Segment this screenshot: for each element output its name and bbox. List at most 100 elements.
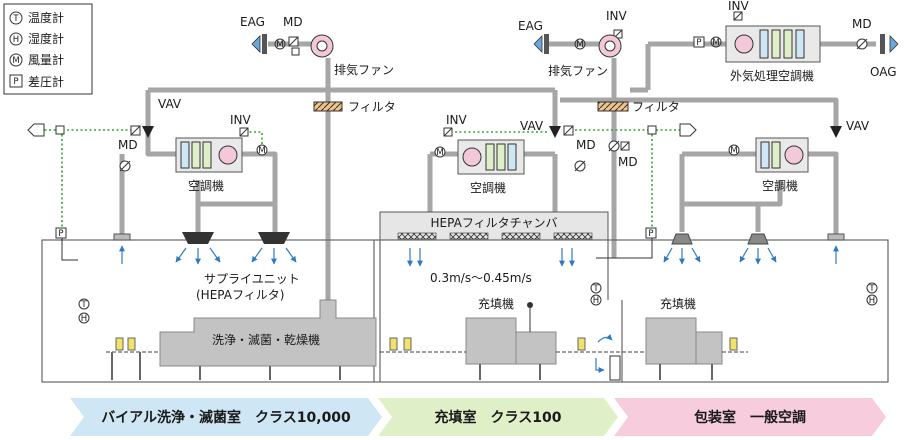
- vial-icon: [127, 337, 136, 351]
- svg-text:M: M: [276, 40, 283, 50]
- ahu-label: 空調機: [762, 178, 798, 193]
- filter-mid: フィルタ: [597, 100, 680, 114]
- legend-item-humidity: H 湿度計: [9, 31, 64, 46]
- flowmeter-icon: [256, 144, 268, 156]
- return-grille-icon: [827, 233, 845, 241]
- coil-icon: [771, 141, 781, 169]
- vav-icon: [549, 126, 561, 138]
- hepa-filter-icon: [397, 232, 437, 240]
- supply-units-left: サプライユニット (HEPAフィルタ): [113, 232, 300, 302]
- airflow-velocity-label: 0.3m/s～0.45m/s: [430, 271, 532, 285]
- thermometer-icon: [78, 298, 90, 310]
- signal-output-icon: [679, 123, 697, 137]
- filter-label: フィルタ: [632, 100, 680, 114]
- svg-text:T: T: [592, 284, 599, 294]
- ahu-label: 空調機: [188, 178, 224, 193]
- flowmeter-icon: [434, 146, 446, 158]
- eag-label: EAG: [240, 15, 265, 29]
- vial-icon: [403, 337, 412, 351]
- supply-unit-sublabel: (HEPAフィルタ): [196, 288, 284, 302]
- pressure-gauge-icon: [693, 36, 705, 48]
- svg-text:T: T: [80, 300, 87, 310]
- legend-symbol: P: [13, 77, 18, 87]
- ahu-right-branch: [682, 180, 783, 207]
- vav-label: VAV: [158, 97, 182, 111]
- airflow-arrow: [209, 247, 221, 263]
- coil-icon: [759, 29, 769, 59]
- room-envelope: [41, 239, 889, 383]
- legend-item-pressure: P 差圧計: [9, 74, 64, 89]
- exhaust-fan-left: M EAG MD 排気ファン: [240, 15, 394, 77]
- svg-text:P: P: [648, 229, 653, 239]
- vav-icon: [142, 126, 154, 138]
- legend-symbol: M: [12, 56, 19, 66]
- louver-icon: [880, 34, 885, 54]
- airflow-arrow: [739, 247, 749, 263]
- coil-icon: [783, 29, 793, 59]
- room-band-packaging: [614, 398, 886, 436]
- hepa-filter-icon: [501, 232, 541, 240]
- legend-label: 風量計: [28, 52, 64, 67]
- supply-unit-label: サプライユニット: [204, 272, 300, 286]
- filler-label: 充填機: [478, 296, 514, 311]
- ahu-mid: 空調機 INV M: [434, 113, 525, 195]
- vial-icon: [389, 337, 398, 351]
- intake-arrow-icon: [889, 35, 899, 53]
- fan-icon: [218, 145, 238, 165]
- coil-icon: [485, 143, 495, 171]
- fan-icon: [734, 34, 754, 54]
- exhaust-fan-mid: M EAG INV 排気ファン: [518, 9, 628, 78]
- sensor-junction-icon: [647, 125, 657, 135]
- oag-label: OAG: [870, 65, 897, 79]
- room-bands: バイアル洗浄・滅菌室 クラス10,000 充填室 クラス100 包装室 一般空調: [70, 398, 886, 436]
- legend-symbol: H: [13, 35, 19, 45]
- airflow-arrows: 0.3m/s～0.45m/s: [119, 245, 839, 373]
- flowmeter-icon: [728, 144, 740, 156]
- filler-body: [465, 317, 517, 365]
- filler-body: [645, 317, 697, 365]
- washer-sterilizer-dryer: 洗浄・滅菌・乾燥機: [106, 299, 377, 380]
- coil-icon: [496, 143, 506, 171]
- coil-icon: [795, 29, 805, 59]
- thermometer-icon: [590, 282, 602, 294]
- coil-icon: [191, 141, 201, 169]
- hygrometer-icon: [9, 32, 23, 46]
- room-name-vial-wash: バイアル洗浄・滅菌室 クラス10,000: [101, 409, 351, 426]
- svg-text:T: T: [868, 284, 875, 294]
- coil-icon: [771, 29, 781, 59]
- filter-label: フィルタ: [348, 100, 396, 114]
- hepa-filter-chamber: HEPAフィルタチャンバ: [379, 211, 609, 241]
- pressure-gauge-icon: [55, 227, 67, 239]
- outdoor-air-handler: P M INV 外気処理空調機 MD OAG: [693, 0, 899, 83]
- svg-text:M: M: [576, 40, 583, 50]
- coil-icon: [507, 143, 517, 171]
- ahu-left-outlet: [240, 151, 278, 232]
- exhaust-arrow-icon: [533, 35, 543, 53]
- airflow-arrow: [691, 247, 701, 263]
- sensor-junction-icon: [55, 125, 65, 135]
- hygrometer-icon: [590, 294, 602, 306]
- ahu-right: 空調機 M: [728, 137, 809, 193]
- louver-icon: [544, 34, 549, 54]
- room-band-vial-wash: [70, 398, 382, 436]
- md-label: MD: [618, 155, 638, 169]
- damper-icon: [291, 47, 300, 56]
- filter-left: フィルタ: [313, 100, 396, 114]
- svg-text:P: P: [696, 38, 701, 48]
- ahu-label: 空調機: [470, 180, 506, 195]
- vav-left: VAV MD: [118, 97, 182, 172]
- sensor-line: [245, 131, 263, 144]
- exhaust-fan-label: 排気ファン: [548, 63, 608, 78]
- legend-item-temperature: T 温度計: [9, 10, 64, 25]
- airflow-arrow: [251, 247, 263, 263]
- svg-text:P: P: [58, 229, 63, 239]
- sensor-signal-lines: [40, 129, 688, 232]
- airflow-arrow: [285, 247, 297, 263]
- vav-icon: [830, 126, 842, 138]
- legend-item-airflow: M 風量計: [9, 52, 64, 67]
- vial-icon: [577, 337, 586, 351]
- hepa-chamber-label: HEPAフィルタチャンバ: [431, 216, 558, 230]
- inv-label: INV: [728, 0, 750, 13]
- duct-network: [119, 41, 876, 300]
- ahu-left-inlet: [145, 128, 176, 157]
